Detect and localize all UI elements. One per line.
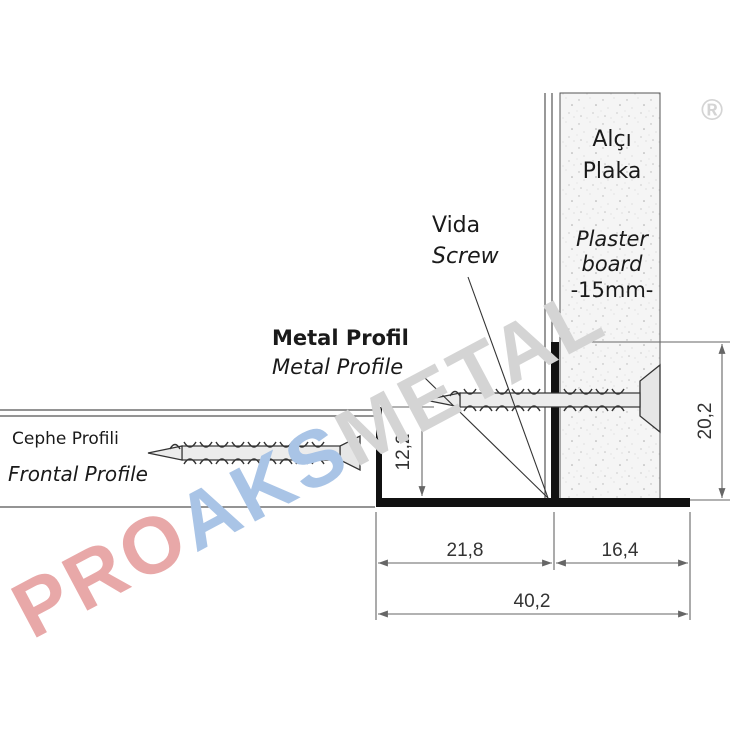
plaster-screw-icon [424, 363, 661, 434]
screw-label-tr: Vida [432, 213, 480, 238]
plaster-label-en-2: board [581, 252, 643, 276]
registered-mark: ® [701, 94, 723, 127]
dim-width-total: 40,2 [514, 591, 551, 612]
watermark-pro: PRO [0, 489, 204, 655]
plaster-board [544, 92, 661, 501]
dimension-lines [375, 341, 730, 620]
plaster-label-en: Plaster [576, 227, 649, 251]
plaster-label-tr-2: Plaka [583, 159, 642, 184]
frontal-screw-icon [147, 434, 361, 472]
dim-height-right: 20,2 [695, 403, 716, 440]
leader-lines [424, 276, 549, 499]
profile-label-tr: Metal Profil [272, 326, 409, 350]
dim-width-left: 21,8 [447, 540, 484, 561]
dim-height-left: 12,2 [393, 434, 414, 471]
frontal-label-tr: Cephe Profili [12, 429, 119, 449]
watermark-aks: AKS [162, 404, 364, 568]
plaster-label-tr: Alçı [592, 127, 631, 152]
screw-label-en: Screw [432, 244, 500, 269]
frontal-profile [0, 409, 375, 508]
profile-label-en: Metal Profile [272, 355, 403, 379]
dim-width-right: 16,4 [602, 540, 639, 561]
plaster-thickness: -15mm- [571, 278, 654, 302]
frontal-label-en: Frontal Profile [8, 462, 148, 486]
